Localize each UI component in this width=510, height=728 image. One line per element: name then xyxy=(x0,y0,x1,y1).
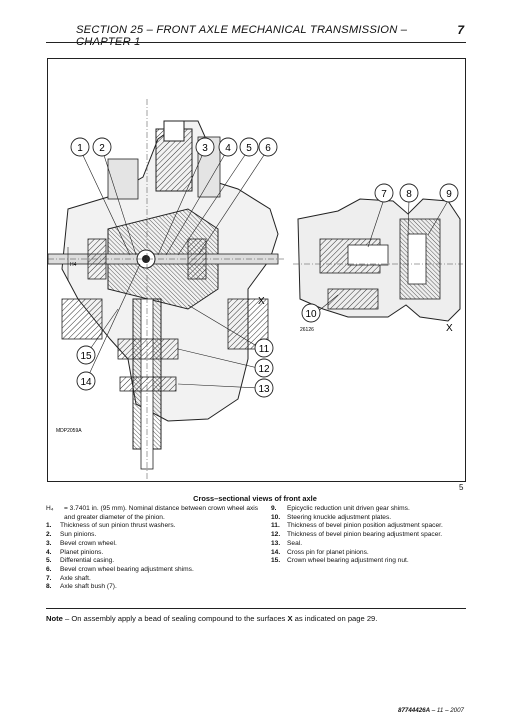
svg-text:7: 7 xyxy=(381,189,387,200)
dimension-label-h4: H4 xyxy=(70,262,77,268)
callout-11: 11 xyxy=(254,338,274,358)
svg-text:5: 5 xyxy=(246,143,252,154)
svg-text:2: 2 xyxy=(99,143,105,154)
legend-item: 1.Thickness of sun pinion thrust washers… xyxy=(46,522,176,530)
svg-text:13: 13 xyxy=(258,384,270,395)
document-date: – 11 – 2007 xyxy=(430,707,464,714)
image-code-left: MDP2059A xyxy=(56,428,82,434)
legend-item: 4.Planet pinions. xyxy=(46,548,104,556)
svg-text:14: 14 xyxy=(80,377,92,388)
callout-2: 2 xyxy=(92,137,112,157)
callout-12: 12 xyxy=(254,358,274,378)
callout-15: 15 xyxy=(76,345,96,365)
callout-5: 5 xyxy=(239,137,259,157)
sealing-surface-marker: X xyxy=(258,296,265,307)
legend-item: 3.Bevel crown wheel. xyxy=(46,539,117,547)
legend-item: 10.Steering knuckle adjustment plates. xyxy=(271,513,392,521)
legend-item: 12.Thickness of bevel pinion bearing adj… xyxy=(271,531,443,539)
sealing-surface-marker-right: X xyxy=(446,323,453,334)
svg-text:12: 12 xyxy=(258,364,270,375)
callout-10: 10 xyxy=(301,303,321,323)
callout-6: 6 xyxy=(258,137,278,157)
callout-13: 13 xyxy=(254,378,274,398)
callout-7: 7 xyxy=(374,183,394,203)
legend-item-h4: H₄ = 3.7401 in. (95 mm). Nominal distanc… xyxy=(46,505,259,521)
svg-text:10: 10 xyxy=(305,309,317,320)
document-code: 87744426A xyxy=(398,707,431,714)
page-header: SECTION 25 – FRONT AXLE MECHANICAL TRANS… xyxy=(46,23,464,48)
note-text-end: as indicated on page 29. xyxy=(292,614,378,623)
callout-14: 14 xyxy=(76,371,96,391)
note-rule xyxy=(46,608,466,609)
legend-item: 2.Sun pinions. xyxy=(46,531,97,539)
cross-section-figure: H4 X 1 2 3 4 xyxy=(47,58,466,482)
legend-item: 7.Axle shaft. xyxy=(46,574,91,582)
callout-8: 8 xyxy=(399,183,419,203)
differential-section: H4 X 1 2 3 4 xyxy=(48,99,284,479)
section-title: SECTION 25 – FRONT AXLE MECHANICAL TRANS… xyxy=(76,24,408,48)
svg-text:9: 9 xyxy=(446,189,452,200)
legend-item: 6.Bevel crown wheel bearing adjustment s… xyxy=(46,565,194,573)
svg-text:3: 3 xyxy=(202,143,208,154)
note-label: Note xyxy=(46,614,63,623)
page-number: 7 xyxy=(457,23,464,37)
header-rule xyxy=(46,42,466,43)
figure-caption: Cross–sectional views of front axle xyxy=(193,494,317,503)
svg-text:11: 11 xyxy=(259,344,270,355)
assembly-note: Note – On assembly apply a bead of seali… xyxy=(46,614,377,623)
svg-text:1: 1 xyxy=(77,143,83,154)
page-footer: 87744426A – 11 – 2007 xyxy=(398,707,464,714)
legend-item: 14.Cross pin for planet pinions. xyxy=(271,548,369,556)
callout-1: 1 xyxy=(70,137,90,157)
svg-text:15: 15 xyxy=(80,351,92,362)
image-code-right: 26126 xyxy=(300,327,314,333)
legend-item: 8.Axle shaft bush (7). xyxy=(46,583,117,591)
svg-text:8: 8 xyxy=(406,189,412,200)
axle-drawing: H4 X 1 2 3 4 xyxy=(48,99,463,479)
callout-4: 4 xyxy=(218,137,238,157)
legend-item: 13.Seal. xyxy=(271,539,303,547)
hub-section: X 7 8 9 10 26126 xyxy=(293,183,463,334)
figure-number: 5 xyxy=(459,483,464,492)
legend-item: 15.Crown wheel bearing adjustment ring n… xyxy=(271,557,409,565)
callout-3: 3 xyxy=(195,137,215,157)
legend-left: H₄ = 3.7401 in. (95 mm). Nominal distanc… xyxy=(46,505,260,592)
note-x: X xyxy=(287,614,293,623)
legend-right: 9.Epicyclic reduction unit driven gear s… xyxy=(271,505,471,566)
callout-9: 9 xyxy=(439,183,459,203)
svg-text:6: 6 xyxy=(265,143,271,154)
callouts-right: 7 8 9 10 xyxy=(301,183,459,323)
svg-text:4: 4 xyxy=(225,143,231,154)
note-text: – On assembly apply a bead of sealing co… xyxy=(62,614,288,623)
legend-item: 11.Thickness of bevel pinion position ad… xyxy=(271,522,443,530)
callouts-left: 1 2 3 4 5 6 11 12 13 14 15 xyxy=(70,137,278,398)
legend-item: 5.Differential casing. xyxy=(46,557,115,565)
legend-item: 9.Epicyclic reduction unit driven gear s… xyxy=(271,505,410,512)
